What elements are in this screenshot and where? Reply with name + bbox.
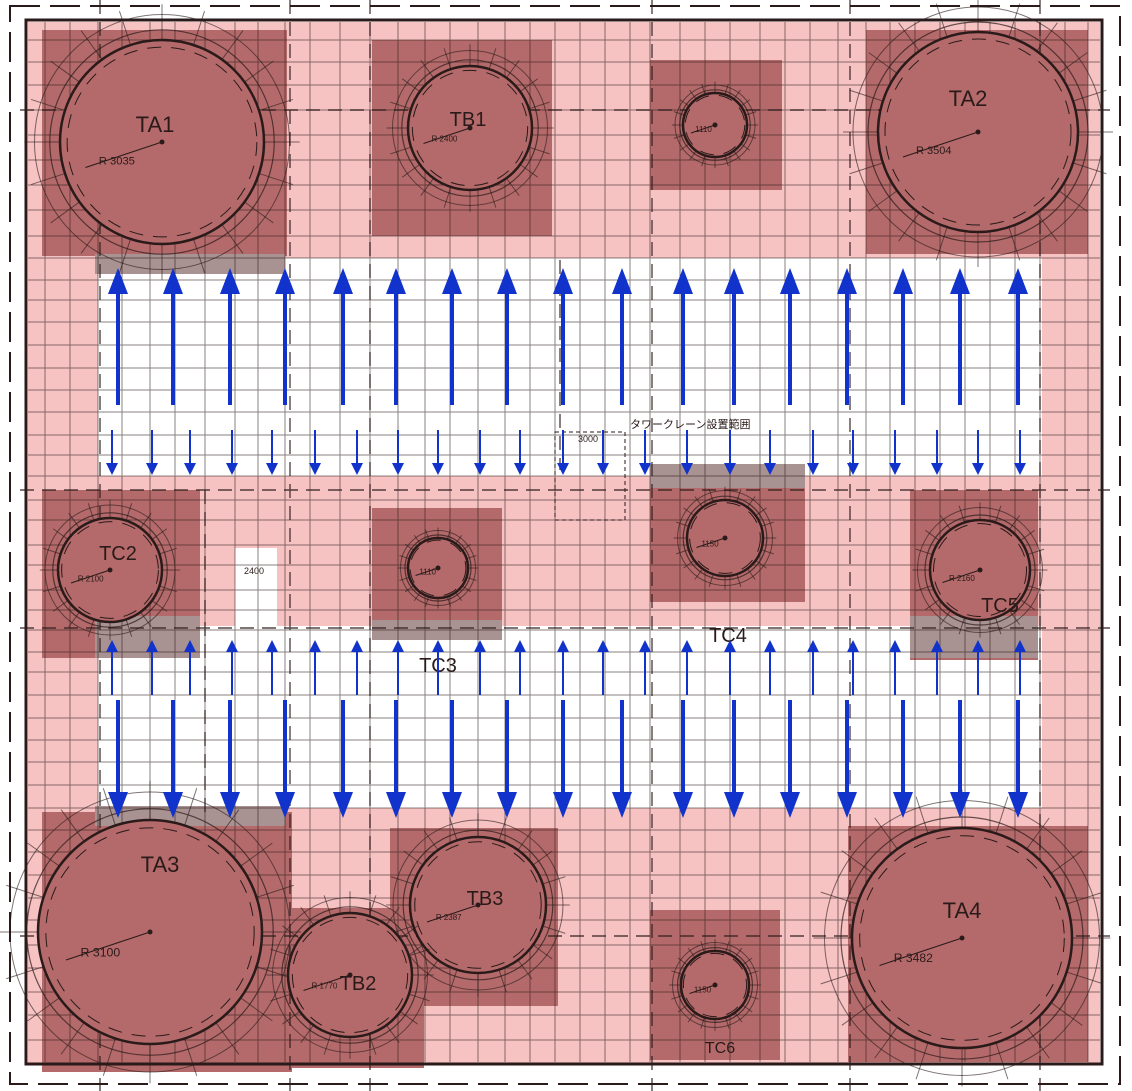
crane-note: タワークレーン設置範囲 [630, 417, 750, 431]
tank-tc5-radius: R 2160 [949, 574, 975, 583]
white-bands [98, 258, 1042, 808]
tank-tb3-radius: R 2387 [436, 913, 462, 922]
outer-dashed-frame [9, 5, 1121, 1085]
tank-tc4-label: TC4 [709, 625, 747, 647]
tank-ta1: R 3035 TA1 [24, 4, 300, 280]
tank-tc6-radius: 1150 [694, 985, 712, 994]
tank-tc2: R 2100 TC2 [39, 499, 181, 641]
tank-ta4-radius: R 3482 [894, 951, 933, 965]
tank-ta3: R 3100 TA3 [0, 780, 302, 1084]
tank-tb1-radius: R 2400 [432, 135, 458, 144]
tank-tc3-radius: 1110 [419, 568, 436, 577]
tank-tb3-label: TB3 [467, 888, 504, 910]
outer-frame [24, 18, 1104, 1066]
load-arrows [106, 268, 1028, 818]
tank-tc1-radius: 1110 [695, 125, 712, 134]
tank-tc2-label: TC2 [99, 543, 137, 565]
tank-ta2-label: TA2 [949, 86, 988, 111]
tank-tb1: R 2400 TB1 [386, 44, 554, 212]
upper-band-arrows [106, 268, 1028, 475]
tank-ta3-radius: R 3100 [81, 946, 121, 960]
tank-tc2-radius: R 2100 [78, 574, 104, 583]
tank-ta2: R 3504 TA2 [843, 0, 1113, 267]
tank-tb2-label: TB2 [340, 973, 377, 995]
tank-tc4-radius: 1150 [701, 539, 719, 548]
tank-tc1: 1110 [671, 81, 759, 169]
tank-ta1-radius: R 3035 [99, 155, 135, 167]
tank-ta3-label: TA3 [141, 852, 180, 877]
crane-annotation: タワークレーン設置範囲 3000 2400 [244, 417, 750, 576]
tank-tc5-label: TC5 [981, 595, 1019, 617]
lower-band-arrows [106, 640, 1028, 818]
dimension-3000: 3000 [578, 434, 598, 444]
tank-tb2-radius: R 1770 [312, 982, 338, 991]
dimension-2400: 2400 [244, 566, 264, 576]
tank-tc6-label: TC6 [705, 1040, 735, 1057]
tank-ta4-label: TA4 [943, 898, 982, 923]
tank-ta4: R 3482 TA4 [813, 789, 1111, 1087]
tank-ta1-label: TA1 [136, 112, 175, 137]
tank-ta2-radius: R 3504 [916, 145, 951, 157]
tank-tb1-label: TB1 [450, 109, 487, 131]
tank-tb3: R 2387 TB3 [386, 813, 570, 997]
